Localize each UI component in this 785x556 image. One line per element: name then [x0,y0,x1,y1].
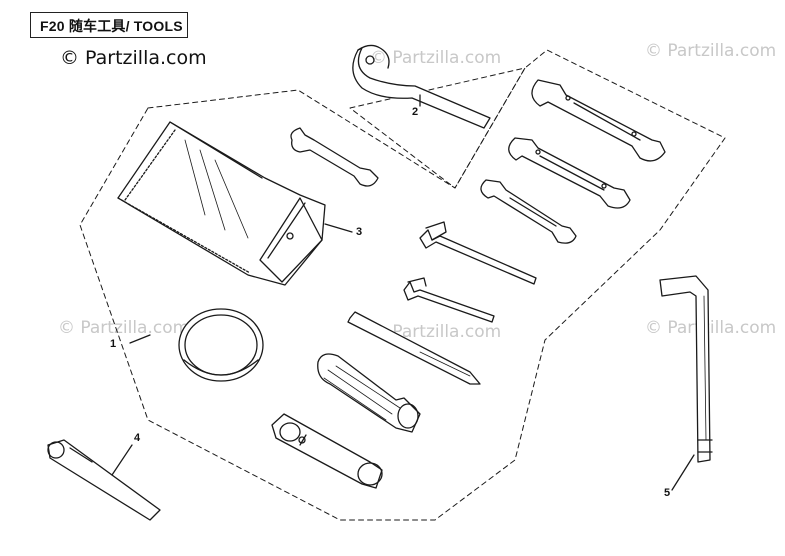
callout-1: 1 [110,338,117,350]
kit-boundary-main [79,49,726,521]
wrench-large [531,79,666,162]
callout-3: 3 [356,226,363,238]
callout-5: 5 [664,487,671,499]
spark-plug-wrench [47,439,161,521]
hook-spanner [352,44,491,129]
watermark: © Partzilla.com [645,41,777,61]
l-socket-wrench [659,275,713,463]
wrench-medium [508,137,631,209]
kit-boundary-spanner [349,67,526,189]
leader-1 [129,334,151,344]
hex-key-large [419,221,537,285]
watermark-main: © Partzilla.com [60,47,207,69]
watermark: © Partzilla.com [58,318,190,338]
tool-bag [117,121,326,286]
callout-4: 4 [134,432,141,444]
screwdriver-bit [347,311,481,385]
watermark: © Partzilla.com [645,318,777,338]
box-spanner [271,413,383,489]
hex-key-small [403,277,495,323]
leader-3 [324,223,353,233]
screwdriver-handle [317,353,421,433]
page-title: F20 随车工具/ TOOLS [40,18,183,34]
leader-4 [111,444,133,476]
small-wrench [290,127,379,187]
watermark: © Partzilla.com [370,48,502,68]
callout-2: 2 [412,106,419,118]
title-box [30,12,188,38]
rubber-band [178,308,264,382]
wrench-small [480,179,577,244]
leader-5 [671,454,695,491]
